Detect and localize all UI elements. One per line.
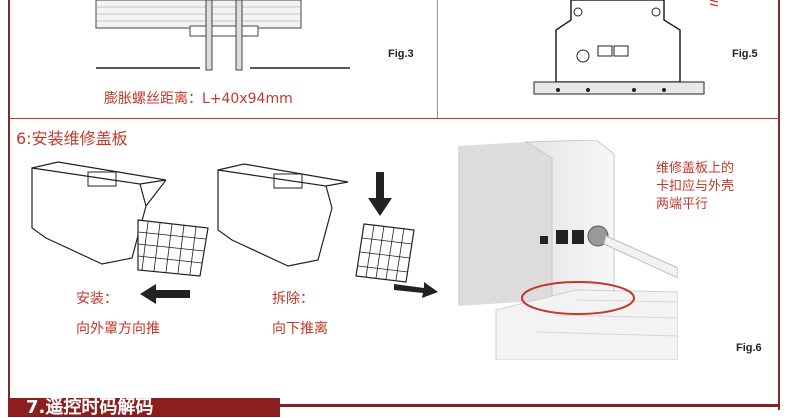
install-diagram <box>31 161 209 277</box>
section-divider <box>10 118 780 119</box>
section7-rule <box>280 404 780 407</box>
page-frame <box>8 0 780 410</box>
note-line-2: 卡扣应与外壳 <box>656 179 735 194</box>
note-line-1: 维修盖板上的 <box>656 161 735 176</box>
install-description: 向外罩方向推 <box>76 321 160 337</box>
push-left-arrow-icon <box>140 284 190 304</box>
fig3-panel: Fig.3 膨胀螺丝距离：L+40x94mm <box>10 0 435 118</box>
fig5-panel: Fig.5 <box>438 0 780 118</box>
fig6-label: Fig.6 <box>736 342 762 354</box>
expansion-screw-caption: 膨胀螺丝距离：L+40x94mm <box>104 91 293 107</box>
note-line-3: 两端平行 <box>656 197 709 212</box>
section6-title: 6:安装维修盖板 <box>16 129 128 148</box>
fig3-label: Fig.3 <box>388 48 414 60</box>
device-bottom-diagram <box>533 0 719 95</box>
remove-diagram <box>217 163 415 283</box>
section7-tab <box>8 398 280 417</box>
panel-divider-vertical <box>437 0 438 118</box>
remove-description: 向下推离 <box>272 321 328 337</box>
install-label: 安装： <box>76 291 118 307</box>
cover-photo <box>456 140 678 360</box>
remove-label: 拆除： <box>272 291 314 307</box>
section7-title: 7.遥控时码解码 <box>26 397 154 418</box>
push-right-arrow-icon <box>394 282 438 298</box>
fig5-label: Fig.5 <box>732 48 758 60</box>
wall-diagram <box>95 0 350 71</box>
